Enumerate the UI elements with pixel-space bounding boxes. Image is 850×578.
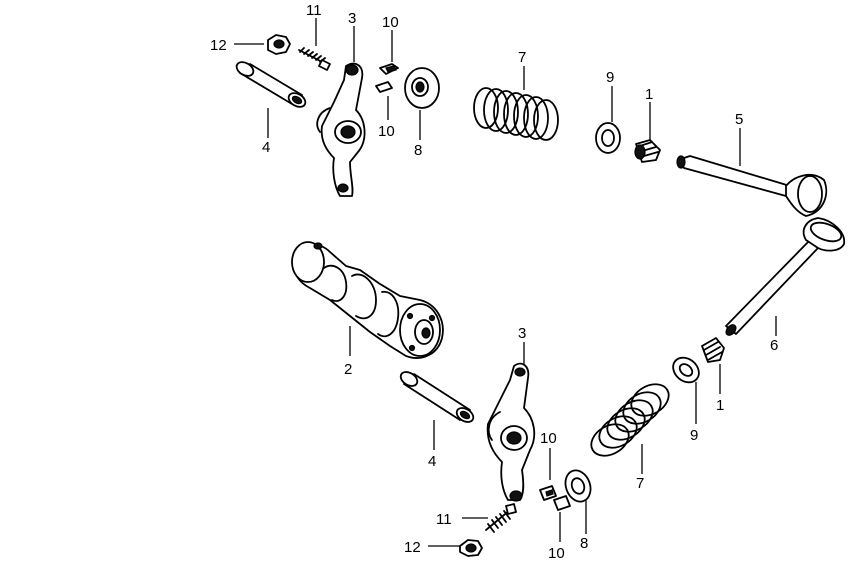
part-4-shaft-top: [235, 61, 307, 108]
part-11-screw-bottom: [485, 503, 517, 533]
callout-9-bottom: 9: [690, 427, 698, 444]
part-9-washer-top: [595, 122, 621, 154]
callout-10-bottom-b: 10: [548, 545, 565, 562]
part-5-valve-top: [676, 155, 828, 217]
part-4-shaft-bottom: [399, 371, 475, 423]
part-12-nut-bottom: [459, 539, 483, 557]
callout-4-bottom: 4: [428, 453, 436, 470]
part-3-rocker-arm-bottom: [486, 362, 536, 502]
callout-11-bottom: 11: [436, 511, 452, 528]
callout-12-top: 12: [210, 37, 227, 54]
callout-8-bottom: 8: [580, 535, 588, 552]
part-2-camshaft: [291, 241, 444, 359]
part-1-seal-top: [634, 139, 661, 163]
callout-5: 5: [735, 111, 743, 128]
callout-8-top: 8: [414, 142, 422, 159]
part-3-rocker-arm-top: [316, 62, 366, 197]
callout-3-top: 3: [348, 10, 356, 27]
part-7-spring-bottom: [590, 383, 670, 457]
leader-lines: [234, 18, 777, 547]
callout-1-top: 1: [645, 86, 653, 103]
callout-9-top: 9: [606, 69, 614, 86]
part-7-spring-top: [473, 87, 559, 141]
part-8-retainer-bottom: [564, 469, 592, 503]
callout-10-top-b: 10: [378, 123, 395, 140]
callout-labels: 12 11 3 10 10 4 8 7 9 1 5 2 3 4 6 1 9 7 …: [210, 2, 778, 562]
callout-12-bottom: 12: [404, 539, 421, 556]
part-9-washer-bottom: [672, 356, 700, 384]
part-11-screw-top: [298, 47, 331, 71]
callout-10-top-a: 10: [382, 14, 399, 31]
callout-7-top: 7: [518, 49, 526, 66]
part-12-nut-top: [267, 34, 291, 55]
callout-4-top: 4: [262, 139, 270, 156]
part-10-cotters-top: [375, 63, 399, 93]
part-8-retainer-top: [404, 67, 440, 109]
part-10-cotters-bottom: [539, 485, 571, 511]
callout-10-bottom-a: 10: [540, 430, 557, 447]
part-6-valve-bottom: [725, 217, 845, 336]
callout-2: 2: [344, 361, 352, 378]
callout-1-bottom: 1: [716, 397, 724, 414]
callout-11-top: 11: [306, 2, 322, 19]
callout-6: 6: [770, 337, 778, 354]
callout-3-bottom: 3: [518, 325, 526, 342]
callout-7-bottom: 7: [636, 475, 644, 492]
part-1-seal-bottom: [701, 337, 725, 363]
